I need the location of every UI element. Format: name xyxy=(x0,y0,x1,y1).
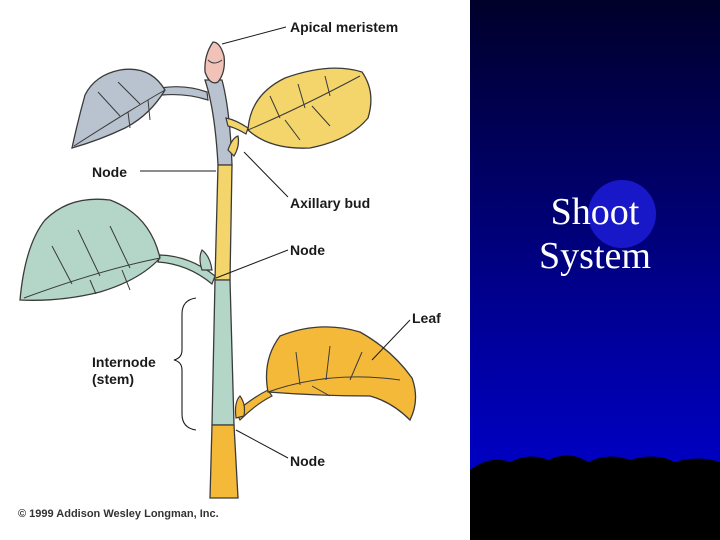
copyright-notice: © 1999 Addison Wesley Longman, Inc. xyxy=(18,508,219,520)
label-node-bottom: Node xyxy=(290,453,325,469)
apical-meristem-leader xyxy=(221,26,287,45)
label-internode-stem: (stem) xyxy=(92,371,135,387)
orange-leaf-vein xyxy=(267,345,401,397)
label-axillary-bud: Axillary bud xyxy=(290,195,371,211)
leaf-leader xyxy=(371,319,411,361)
node-middle-leader xyxy=(215,249,289,279)
slide-title-line1: Shoot xyxy=(550,191,640,233)
node-bottom-leader xyxy=(235,429,289,459)
apical-bud-scale xyxy=(207,59,223,64)
title-panel-art xyxy=(470,180,720,540)
label-apical-meristem: Apical meristem xyxy=(290,19,399,35)
label-node-middle: Node xyxy=(290,242,325,258)
gray-leaf-petiole xyxy=(159,86,209,101)
axillary-bud-top xyxy=(227,135,240,157)
label-leaf: Leaf xyxy=(412,310,441,326)
slide-title-line2: System xyxy=(539,235,651,277)
axillary-bud-leader xyxy=(243,151,289,198)
stem-yellow-segment xyxy=(214,164,233,281)
green-leaf-vein xyxy=(23,225,161,299)
title-panel: Shoot System xyxy=(470,0,720,540)
slide-title: Shoot System xyxy=(470,190,720,278)
gray-leaf xyxy=(71,68,166,149)
diagram-panel: Apical meristem Node Axillary bud Node L… xyxy=(18,19,441,520)
orange-leaf xyxy=(265,326,417,422)
gray-leaf-vein xyxy=(73,81,166,147)
glow-circle xyxy=(588,180,656,248)
yellow-leaf-vein xyxy=(247,75,361,141)
label-internode: Internode xyxy=(92,354,156,370)
green-leaf-petiole xyxy=(157,254,216,286)
label-node-top: Node xyxy=(92,164,127,180)
green-leaf xyxy=(19,198,161,301)
axillary-bud-middle xyxy=(199,249,213,271)
apical-bud xyxy=(204,41,226,84)
stem-orange-segment xyxy=(209,424,239,499)
hills-silhouette xyxy=(470,455,720,540)
shoot-system-diagram xyxy=(19,26,417,499)
stem-green-segment xyxy=(211,279,235,426)
yellow-leaf-petiole xyxy=(225,117,249,135)
yellow-leaf xyxy=(247,67,372,149)
axillary-bud-bottom xyxy=(234,395,246,419)
internode-bracket xyxy=(173,297,197,431)
